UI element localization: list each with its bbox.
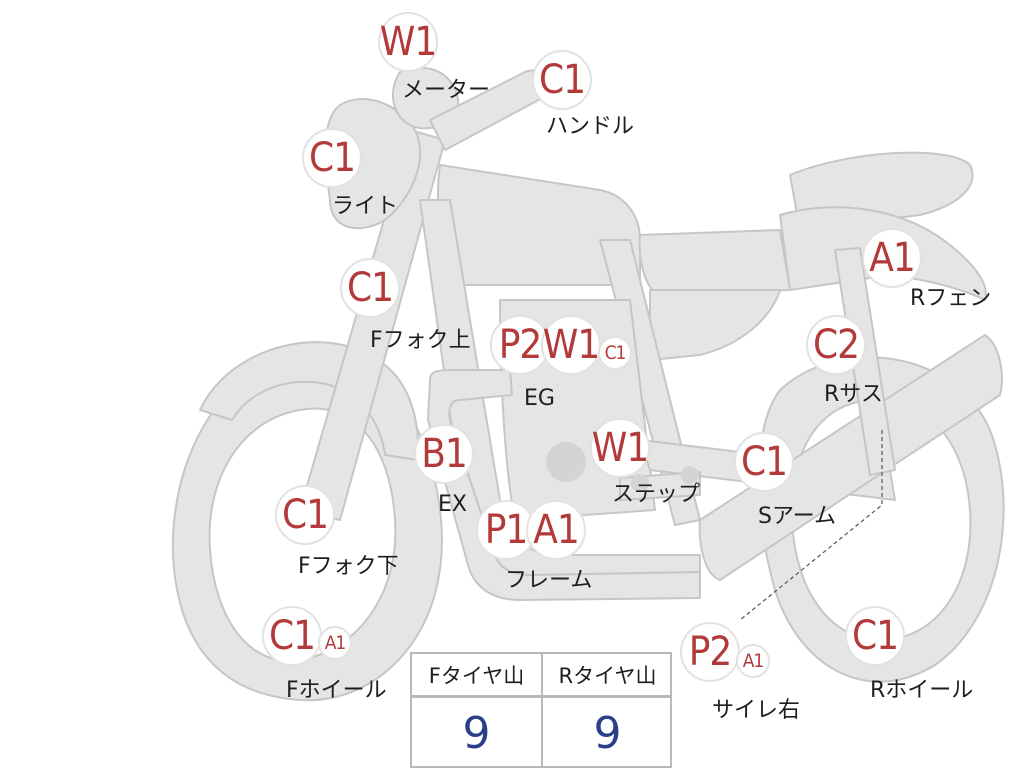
badge-step-w1: W1 — [590, 418, 650, 478]
side-cover — [649, 289, 781, 361]
label-eg: EG — [524, 386, 555, 411]
label-silencer-right: サイレ右 — [712, 698, 801, 723]
badge-eg-w1: W1 — [541, 315, 601, 375]
badge-silencer-a1: A1 — [736, 644, 770, 678]
label-meter: メーター — [402, 78, 491, 103]
badge-fwheel-a1: A1 — [318, 626, 352, 660]
label-handle: ハンドル — [546, 114, 635, 139]
badge-fwheel-c1: C1 — [262, 606, 322, 666]
front-fork — [299, 129, 446, 521]
label-ffork-upper: Fフォク上 — [370, 328, 471, 353]
badge-ffork-upper-c1: C1 — [340, 258, 400, 318]
header-rear-tire: Rタイヤ山 — [543, 654, 672, 698]
label-frame: フレーム — [505, 568, 593, 593]
badge-rwheel-c1: C1 — [845, 606, 905, 666]
label-sarm: Sアーム — [758, 504, 836, 529]
value-rear-tire: 9 — [593, 707, 622, 759]
table-divider — [541, 654, 543, 768]
tire-tread-table: Fタイヤ山 Rタイヤ山 9 9 — [410, 652, 672, 768]
label-ex: EX — [438, 492, 467, 517]
label-light: ライト — [332, 194, 399, 219]
badge-handle-c1: C1 — [532, 50, 592, 110]
seat — [638, 229, 791, 296]
label-ffork-lower: Fフォク下 — [298, 554, 399, 579]
leader-line — [739, 430, 883, 621]
badge-eg-p2: P2 — [490, 315, 550, 375]
label-step: ステップ — [612, 482, 701, 507]
badge-silencer-p2: P2 — [680, 622, 740, 682]
label-fwheel: Fホイール — [286, 678, 387, 703]
label-rsus: Rサス — [824, 382, 883, 407]
value-front-tire: 9 — [462, 707, 491, 759]
badge-eg-c1: C1 — [598, 336, 632, 370]
badge-sarm-c1: C1 — [734, 432, 794, 492]
label-rwheel: Rホイール — [870, 678, 974, 703]
badge-meter-w1: W1 — [378, 12, 438, 72]
header-front-tire: Fタイヤ山 — [412, 654, 541, 698]
muffler — [698, 334, 1003, 581]
label-rfender: Rフェン — [910, 286, 992, 311]
badge-rsus-c2: C2 — [806, 315, 866, 375]
badge-ffork-lower-c1: C1 — [275, 485, 335, 545]
badge-rfender-a1: A1 — [862, 228, 922, 288]
badge-light-c1: C1 — [302, 128, 362, 188]
badge-frame-p1: P1 — [476, 500, 536, 560]
rear-shock — [834, 247, 896, 476]
badge-ex-b1: B1 — [414, 424, 474, 484]
badge-frame-a1: A1 — [526, 500, 586, 560]
